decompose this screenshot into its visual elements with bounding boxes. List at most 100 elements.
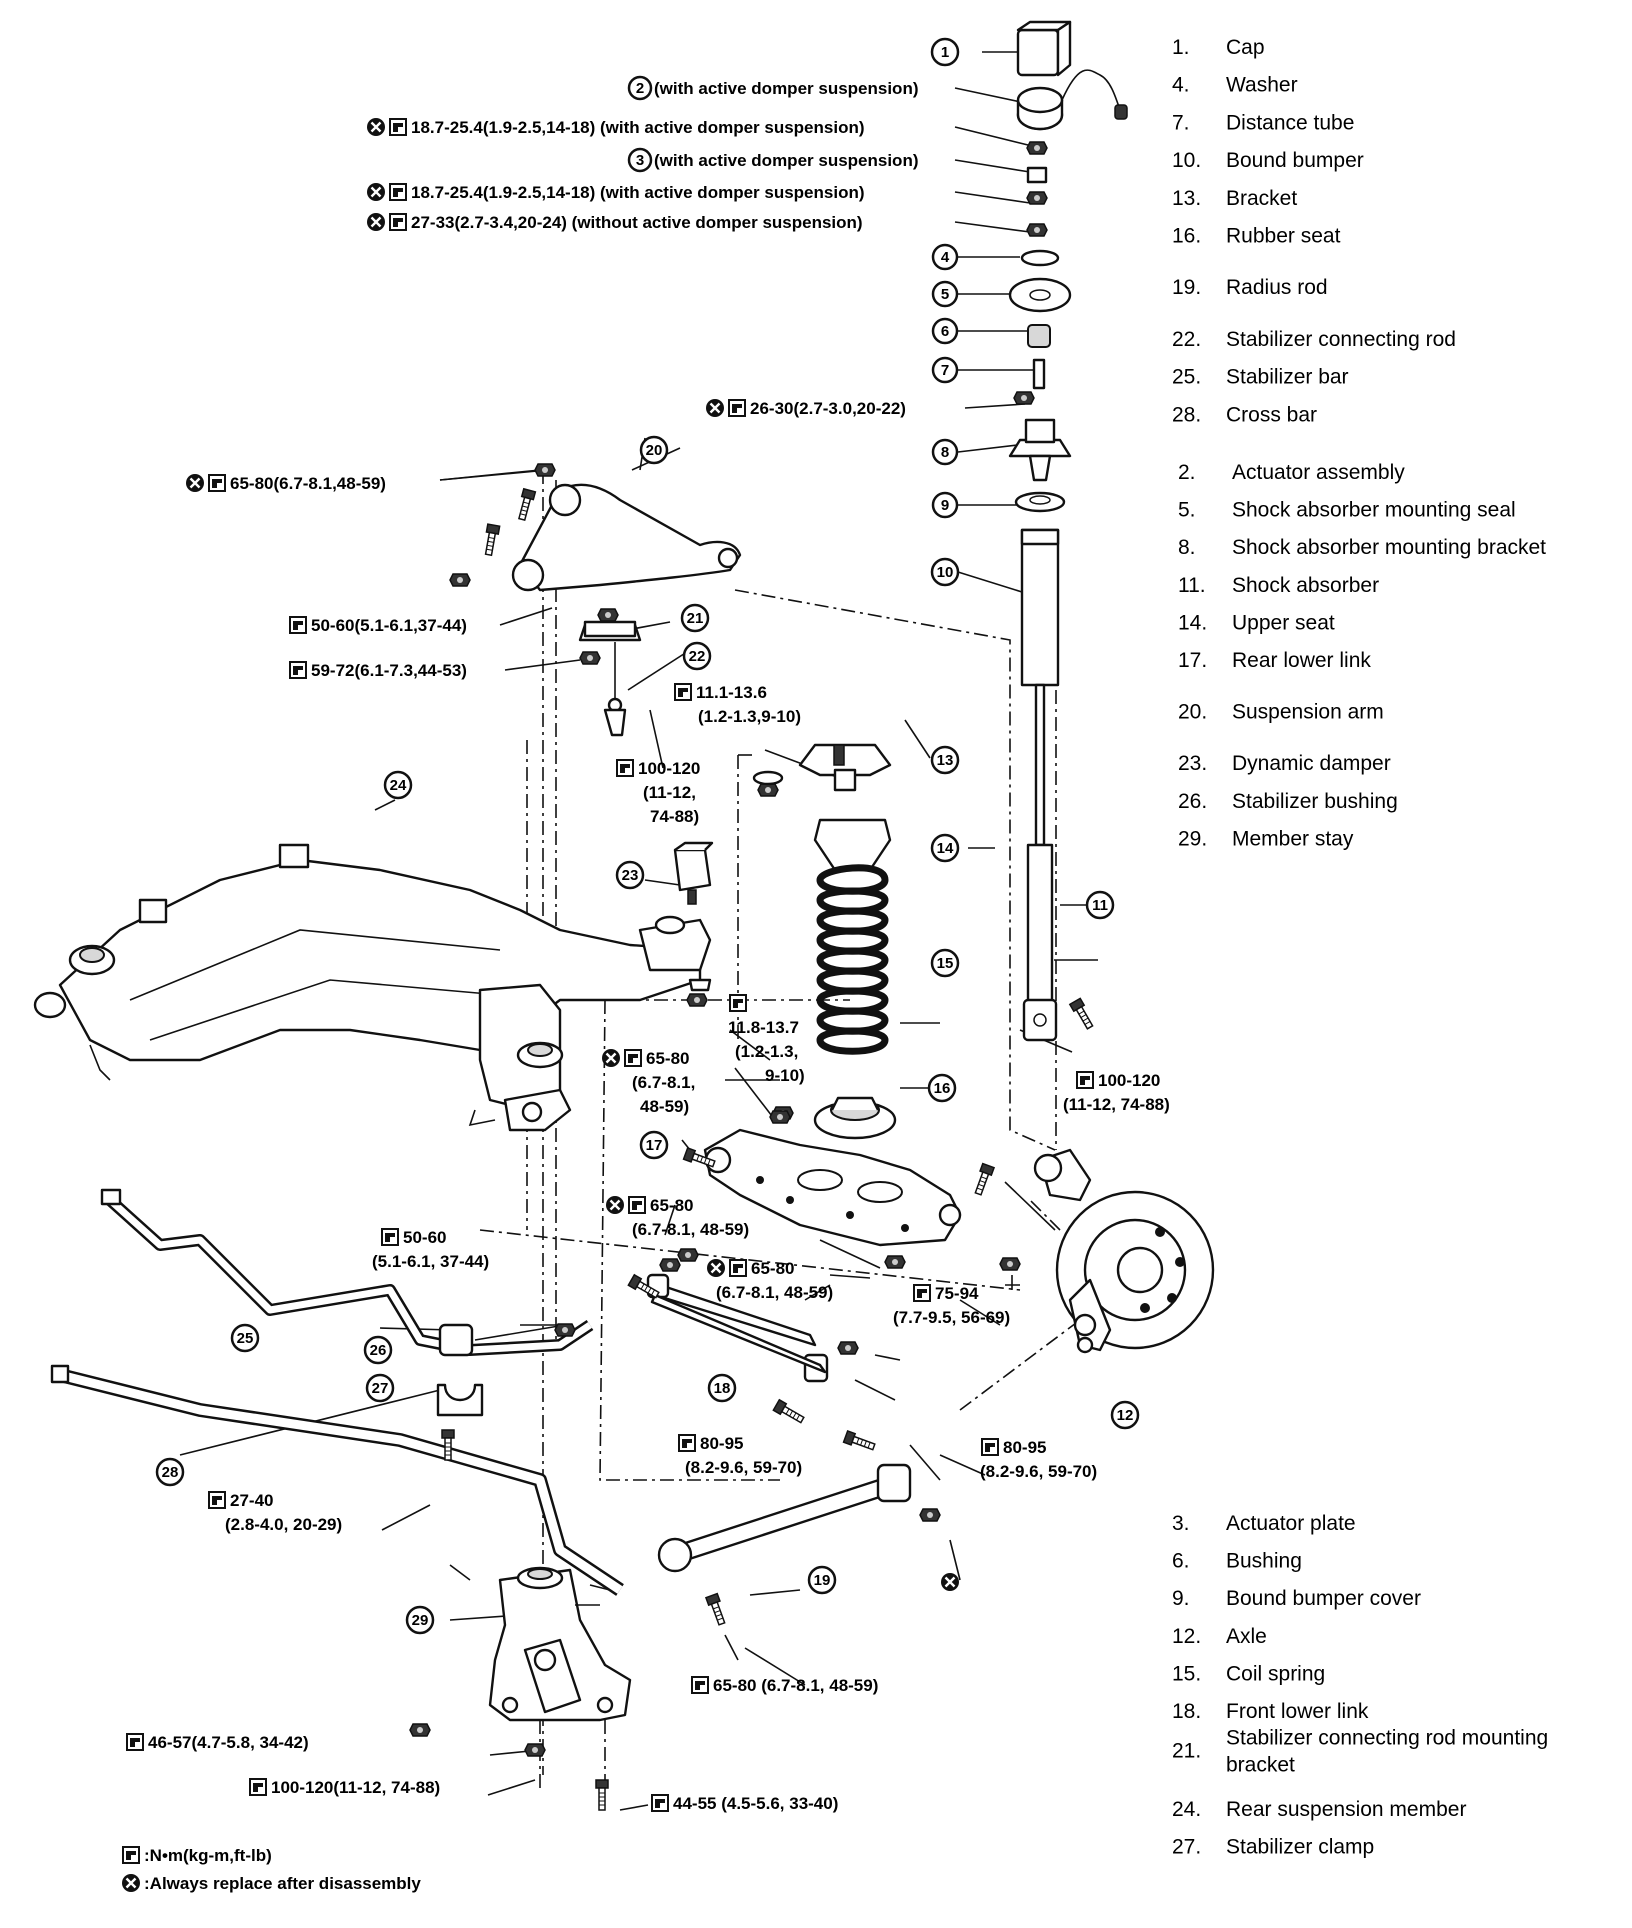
rear-suspension-member xyxy=(33,843,712,1132)
legend-item-number: 27. xyxy=(1172,1835,1201,1858)
spec-text: 65-80 xyxy=(751,1259,794,1278)
spec-text: 11.1-13.6 xyxy=(696,683,767,702)
legend-item-label: Shock absorber mounting seal xyxy=(1232,499,1516,522)
callout-2-number: 2 xyxy=(636,80,644,97)
spec-nut-active-2: 18.7-25.4(1.9-2.5,14-18) (with active do… xyxy=(365,181,865,203)
callout-19: 19 xyxy=(807,1565,837,1595)
legend-item-label: Actuator plate xyxy=(1226,1512,1356,1535)
torque-wrench-icon xyxy=(126,1733,144,1751)
torque-wrench-icon xyxy=(122,1846,140,1864)
spec-text: 100-120(11-12, 74-88) xyxy=(271,1778,440,1797)
spec-text: (8.2-9.6, 59-70) xyxy=(685,1458,802,1477)
legend-item: 4.Washer xyxy=(1172,74,1298,97)
torque-annotations: 2 (with active domper suspension) 18.7-2… xyxy=(126,75,1170,1813)
shock-absorber-stack xyxy=(1008,20,1128,1042)
callout-5: 5 xyxy=(931,280,959,308)
callout-1: 1 xyxy=(930,37,960,67)
legend-item: 28.Cross bar xyxy=(1172,403,1317,426)
spec-text: (2.8-4.0, 20-29) xyxy=(225,1515,342,1534)
torque-wrench-icon xyxy=(381,1228,399,1246)
spec-text: 74-88) xyxy=(650,807,699,826)
callout-20-number: 20 xyxy=(646,442,663,459)
callout-17: 17 xyxy=(639,1130,669,1160)
spec-member-stay-center: 100-120(11-12, 74-88) xyxy=(249,1778,440,1797)
spec-text: 100-120 xyxy=(638,759,700,778)
spec-text: 65-80 xyxy=(650,1196,693,1215)
spec-rear-lower-link-bolt: 65-80 (6.7-8.1, 48-59) xyxy=(604,1194,749,1239)
legend-item-number: 18. xyxy=(1172,1700,1201,1723)
spec-text: 44-55 (4.5-5.6, 33-40) xyxy=(673,1794,838,1813)
legend-item-label: Bound bumper xyxy=(1226,149,1364,172)
stabilizer-connecting-rod xyxy=(583,620,637,638)
torque-wrench-icon xyxy=(728,399,746,417)
callout-24: 24 xyxy=(383,770,413,800)
spec-text: 80-95 xyxy=(700,1434,743,1453)
callout-12: 12 xyxy=(1110,1400,1140,1430)
legend-item: 26.Stabilizer bushing xyxy=(1178,790,1398,813)
torque-wrench-icon xyxy=(691,1676,709,1694)
torque-wrench-icon xyxy=(678,1434,696,1452)
spec-shock-lower-bolt: 100-120 (11-12, 74-88) xyxy=(1063,1071,1170,1114)
spec-connecting-rod-nut: 59-72(6.1-7.3,44-53) xyxy=(289,661,467,680)
callout-6-number: 6 xyxy=(941,323,949,340)
spec-text: 75-94 xyxy=(935,1284,979,1303)
legend-item-label: Bracket xyxy=(1226,187,1297,210)
spec-text: (6.7-8.1, 48-59) xyxy=(716,1283,833,1302)
legend-item-number: 7. xyxy=(1172,111,1190,134)
legend-item-number: 29. xyxy=(1178,827,1207,850)
legend-item: 29.Member stay xyxy=(1178,827,1354,850)
legend-item: 24.Rear suspension member xyxy=(1172,1798,1466,1821)
callout-25: 25 xyxy=(230,1323,260,1353)
callout-4-number: 4 xyxy=(941,249,950,266)
legend-item-label: Actuator assembly xyxy=(1232,461,1405,484)
callout-18-number: 18 xyxy=(714,1380,731,1397)
torque-wrench-icon xyxy=(729,1259,747,1277)
spec-text: (6.7-8.1, 48-59) xyxy=(632,1220,749,1239)
spec-rear-lower-link-inner: 65-80 (6.7-8.1, 48-59) xyxy=(600,1047,695,1116)
callout-11: 11 xyxy=(1085,890,1115,920)
callout-6: 6 xyxy=(931,317,959,345)
spec-text: 18.7-25.4(1.9-2.5,14-18) (with active do… xyxy=(411,118,865,137)
coil-spring-assembly xyxy=(798,743,897,1140)
spec-front-lower-link-outer: 80-95 (8.2-9.6, 59-70) xyxy=(980,1438,1097,1481)
symbol-key: :N•m(kg-m,ft-lb) :Always replace after d… xyxy=(120,1846,421,1894)
legend-item-label: Rear suspension member xyxy=(1226,1798,1466,1821)
legend-item: 11.Shock absorber xyxy=(1178,574,1379,597)
replace-x-icon xyxy=(120,1872,142,1894)
torque-wrench-icon xyxy=(674,683,692,701)
callout-18: 18 xyxy=(707,1373,737,1403)
legend-item: 8.Shock absorber mounting bracket xyxy=(1178,536,1546,559)
callout-26: 26 xyxy=(363,1335,393,1365)
legend-item-number: 21. xyxy=(1172,1740,1201,1763)
spec-text: (1.2-1.3, xyxy=(735,1042,798,1061)
legend-item-label: Radius rod xyxy=(1226,276,1328,299)
legend-item: 7.Distance tube xyxy=(1172,111,1354,134)
spec-stabilizer-bar-nut: 50-60 (5.1-6.1, 37-44) xyxy=(372,1228,489,1271)
spec-text: 100-120 xyxy=(1098,1071,1160,1090)
callout-21: 21 xyxy=(680,603,710,633)
callout-14-number: 14 xyxy=(937,840,954,857)
legend-item-number: 15. xyxy=(1172,1662,1201,1685)
callout-12-number: 12 xyxy=(1117,1407,1134,1424)
torque-wrench-icon xyxy=(389,118,407,136)
callout-8-number: 8 xyxy=(941,444,949,461)
spec-suspension-arm-bolt: 65-80(6.7-8.1,48-59) xyxy=(184,472,386,494)
spec-bracket-bolt: 50-60(5.1-6.1,37-44) xyxy=(289,616,467,635)
legend-item-number: 3. xyxy=(1172,1512,1190,1535)
legend-item-label: Stabilizer bar xyxy=(1226,366,1349,389)
legend-item-label: Rear lower link xyxy=(1232,649,1371,672)
legend-item-number: 20. xyxy=(1178,701,1207,724)
legend-item-number: 12. xyxy=(1172,1625,1201,1648)
legend-item: 10.Bound bumper xyxy=(1172,149,1364,172)
spec-text: 65-80 (6.7-8.1, 48-59) xyxy=(713,1676,878,1695)
spec-stabilizer-clamp-bolt: 27-40 (2.8-4.0, 20-29) xyxy=(208,1491,342,1534)
spec-text: 11.8-13.7 xyxy=(728,1018,799,1037)
callout-24-number: 24 xyxy=(390,777,407,794)
legend-item-number: 28. xyxy=(1172,403,1201,426)
legend-item: 17.Rear lower link xyxy=(1178,649,1371,672)
callout-21-number: 21 xyxy=(687,610,704,627)
callout-20: 20 xyxy=(639,435,669,465)
